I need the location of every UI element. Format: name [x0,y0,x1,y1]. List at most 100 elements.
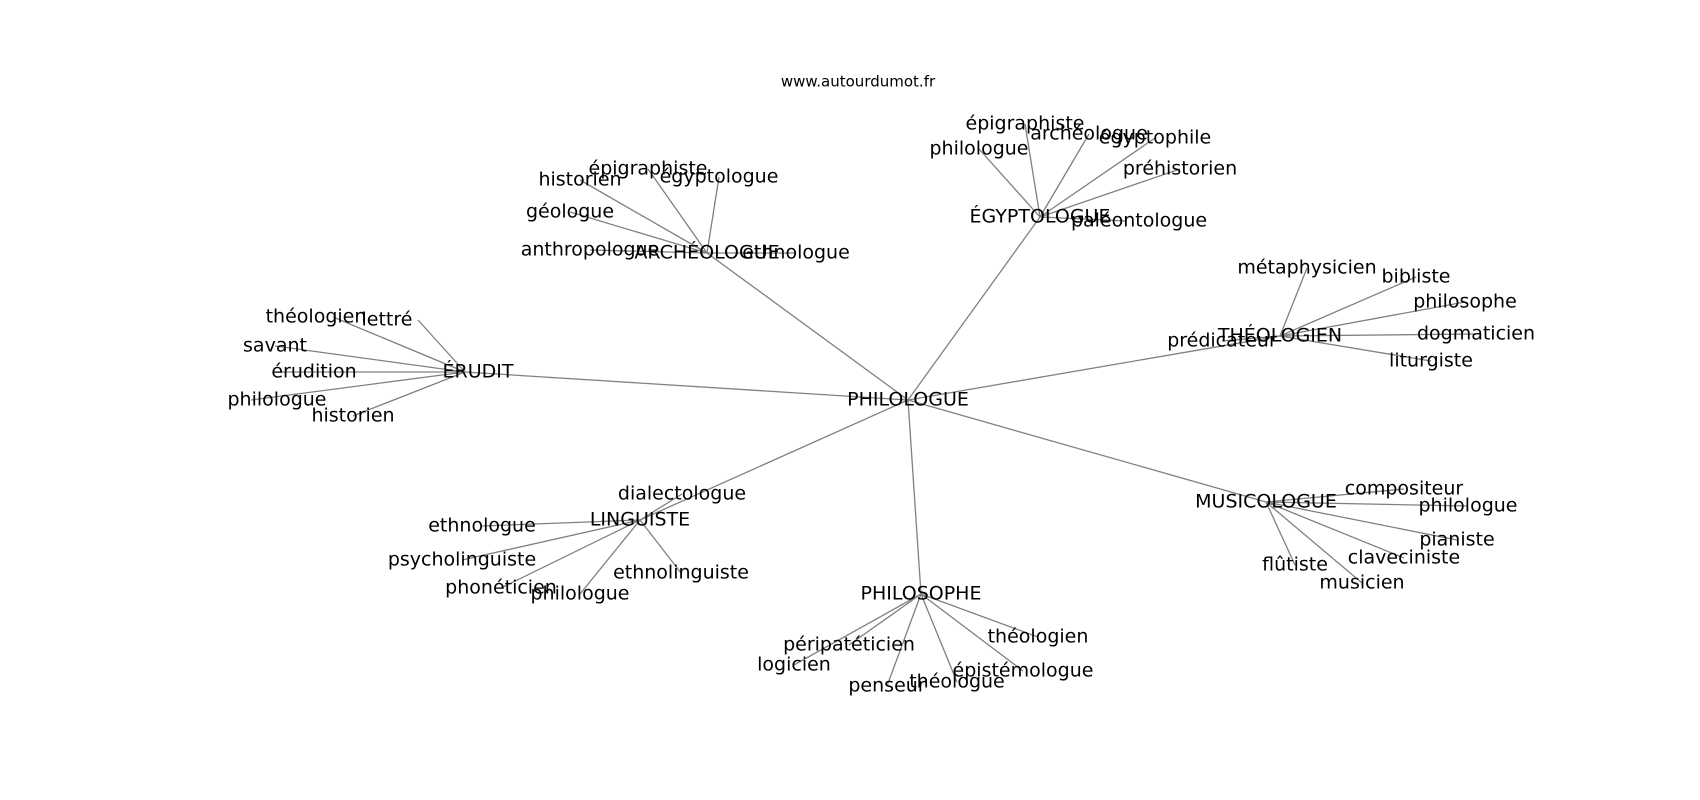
leaf-node-label: dogmaticien [1417,323,1535,345]
edge-hub-to-leaf [417,319,466,373]
edge-hub-to-leaf [461,519,641,561]
edge-hub-to-leaf [1265,488,1405,503]
leaf-node-label: égyptologue [660,166,779,188]
leaf-node-label: claveciniste [1348,547,1460,569]
leaf-node-label: compositeur [1345,478,1464,500]
leaf-node-label: érudition [271,361,356,383]
edge-hub-to-leaf [1039,133,1090,218]
edge-hub-to-leaf [1265,501,1469,507]
edge-hub-to-leaf [1039,216,1128,222]
leaf-node-label: lettré [362,309,413,331]
edge-center-to-hub [639,399,909,521]
edge-center-to-hub [907,399,922,595]
hub-node-label: MUSICOLOGUE [1195,491,1337,513]
graph-edges [250,123,1477,687]
leaf-node-label: philologue [1419,495,1518,517]
leaf-node-label: dialectologue [618,483,746,505]
leaf-node-label: savant [243,335,307,357]
leaf-node-label: paléontologue [1071,210,1207,232]
leaf-node-label: penseur [848,675,925,697]
leaf-node-label: philosophe [1413,291,1517,313]
edge-hub-to-leaf [848,593,922,646]
edge-hub-to-leaf [1279,276,1417,337]
leaf-node-label: égyptophile [1099,127,1211,149]
edge-hub-to-leaf [639,519,682,574]
hub-node-label: PHILOSOPHE [861,583,982,605]
edge-hub-to-leaf [1279,267,1308,337]
edge-center-to-hub [907,335,1281,401]
edge-hub-to-leaf [1039,137,1156,218]
leaf-node-label: théologien [988,626,1089,648]
leaf-node-label: historien [311,405,394,427]
edge-hub-to-leaf [332,316,466,373]
leaf-node-label: pianiste [1419,529,1494,551]
edge-hub-to-leaf [1039,168,1181,218]
edge-hub-to-leaf [1265,501,1296,566]
edge-hub-to-leaf [1221,335,1281,342]
leaf-node-label: flûtiste [1262,554,1328,576]
leaf-node-label: musicien [1319,572,1404,594]
hub-node-label: ARCHÉOLOGUE [634,241,779,264]
leaf-node-label: péripatéticien [783,634,915,656]
edge-hub-to-leaf [1279,333,1477,337]
edge-hub-to-leaf [481,519,641,527]
leaf-node-label: préhistorien [1123,158,1237,180]
edge-center-to-hub [907,399,1267,503]
edge-hub-to-leaf [647,168,708,254]
hub-node-label: LINGUISTE [590,509,690,531]
leaf-node-label: théologue [909,671,1005,693]
leaf-node-label: philologue [930,138,1029,160]
edge-hub-to-leaf [579,519,641,595]
edge-center-to-hub [706,252,909,401]
leaf-node-label: archéologue [1030,123,1148,145]
edge-hub-to-leaf [793,593,922,666]
edge-hub-to-leaf [706,176,720,254]
hub-node-label: THÉOLOGIEN [1217,324,1342,347]
leaf-node-label: anthropologue [521,239,660,261]
leaf-node-label: liturgiste [1389,350,1473,372]
hub-node-label: ÉRUDIT [443,360,514,383]
edge-hub-to-leaf [920,593,1039,638]
edge-hub-to-leaf [1279,335,1432,362]
leaf-node-label: philologue [531,583,630,605]
leaf-node-label: épigraphiste [966,113,1085,135]
edge-hub-to-leaf [1265,501,1363,584]
edge-hub-to-leaf [978,148,1041,218]
leaf-node-label: ethnologue [742,242,850,264]
edge-hub-to-leaf [250,371,466,401]
edge-center-to-hub [907,216,1041,401]
graph-labels: théologien lettré savant érudition philologu… [228,113,1536,697]
leaf-node-label: épistémologue [953,660,1094,682]
leaf-node-label: ethnologue [428,515,536,537]
leaf-node-label: phonéticien [445,577,557,599]
leaf-node-label: logicien [757,654,831,676]
source-url-label: www.autourdumot.fr [781,73,936,91]
edge-hub-to-leaf [920,593,958,683]
leaf-node-label: métaphysicien [1237,257,1376,279]
edge-hub-to-leaf [1279,301,1466,337]
edge-hub-to-leaf [1265,501,1458,541]
edge-hub-to-leaf [500,519,641,589]
edge-hub-to-leaf [886,593,922,687]
edge-hub-to-leaf [920,593,1024,672]
leaf-node-label: bibliste [1382,266,1451,288]
leaf-node-label: géologue [526,201,614,223]
leaf-node-label: psycholinguiste [388,549,536,571]
leaf-node-label: ethnolinguiste [613,562,749,584]
center-node-label: PHILOLOGUE [847,389,969,411]
edge-hub-to-leaf [569,211,708,254]
leaf-node-label: prédicateur [1167,330,1277,352]
edge-hub-to-leaf [589,249,708,254]
edge-center-to-hub [464,371,909,401]
edge-hub-to-leaf [579,179,708,254]
hub-node-label: ÉGYPTOLOGUE [970,205,1111,228]
edge-hub-to-leaf [1265,501,1405,559]
edge-hub-to-leaf [639,493,683,521]
edge-hub-to-leaf [352,371,466,417]
edge-hub-to-leaf [1024,123,1041,218]
leaf-node-label: épigraphiste [589,158,708,180]
leaf-node-label: historien [538,169,621,191]
edge-hub-to-leaf [274,345,466,373]
leaf-node-label: philologue [228,389,327,411]
